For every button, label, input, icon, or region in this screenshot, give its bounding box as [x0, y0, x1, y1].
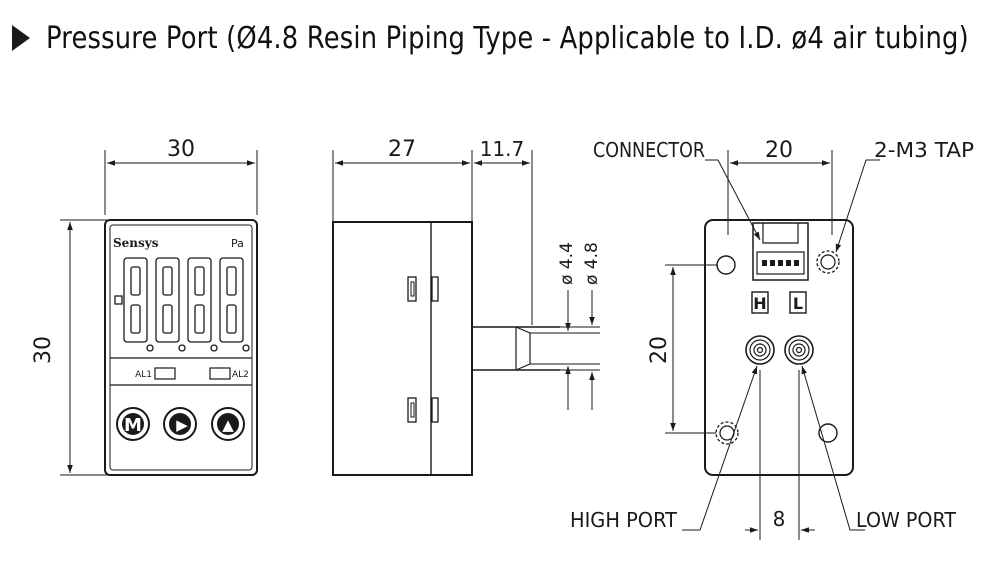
right-button-label: ▶: [176, 416, 188, 434]
connector-label: CONNECTOR: [593, 138, 705, 162]
id-diameter-label: ø 4.4: [557, 242, 577, 285]
mounting-hole-top: [716, 255, 736, 275]
right-button: [163, 407, 197, 441]
od-diameter-label: ø 4.8: [582, 242, 602, 285]
tap-leader: [835, 159, 880, 253]
rear-left-dim-label: 20: [647, 336, 672, 364]
mounting-hole-bottom: [818, 423, 838, 443]
l-marker: [789, 291, 807, 314]
al2-led: [209, 367, 231, 380]
al1-label: AL1: [135, 370, 152, 380]
m3-tap-top: [816, 250, 840, 274]
m-button-label: M: [124, 415, 142, 436]
brand-logo: Sensys: [113, 236, 159, 250]
rear-top-dim-label: 20: [765, 138, 793, 163]
rear-plate: [704, 219, 854, 476]
connector: [752, 222, 809, 281]
seven-segment-display: [114, 257, 250, 352]
rear-view: [665, 150, 880, 540]
l-marker-label: L: [793, 294, 803, 313]
al2-label: AL2: [232, 370, 249, 380]
front-view: [60, 150, 258, 476]
front-height-label: 30: [31, 336, 56, 364]
high-port-leader: [682, 365, 758, 531]
side-port-label: 11.7: [480, 137, 525, 161]
play-triangle-icon: [12, 25, 30, 51]
page-title: Pressure Port (Ø4.8 Resin Piping Type - …: [46, 20, 969, 56]
tap-label: 2-M3 TAP: [874, 138, 974, 162]
high-port-label: HIGH PORT: [570, 508, 678, 532]
connector-leader: [705, 159, 761, 241]
rear-bottom-dim-label: 8: [773, 507, 786, 531]
front-width-label: 30: [167, 137, 195, 162]
up-button-label: ▲: [222, 416, 234, 434]
al1-led: [154, 367, 176, 380]
side-body: [332, 221, 473, 476]
side-body-label: 27: [388, 137, 416, 162]
front-housing: [104, 219, 258, 476]
up-button: [211, 407, 245, 441]
low-port-label: LOW PORT: [856, 508, 957, 532]
m3-tap-bottom: [715, 421, 739, 445]
unit-label: Pa: [231, 237, 244, 250]
low-port: [784, 335, 814, 365]
low-port-leader: [801, 365, 865, 531]
header: Pressure Port (Ø4.8 Resin Piping Type - …: [12, 16, 1000, 60]
side-view: [332, 150, 600, 476]
m-button: [116, 407, 150, 441]
h-marker-label: H: [753, 294, 766, 313]
high-port: [745, 335, 775, 365]
h-marker: [751, 291, 769, 314]
